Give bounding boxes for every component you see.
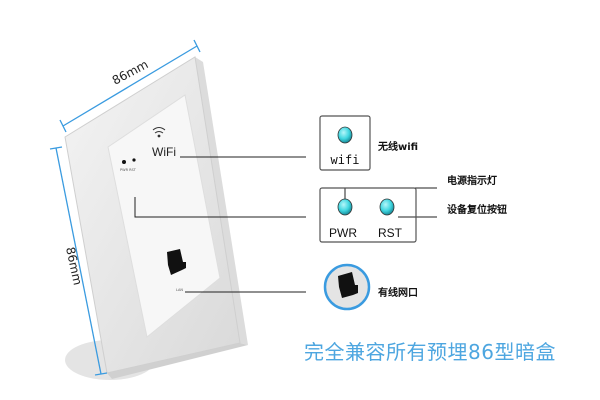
pwr-label: 电源指示灯 (447, 176, 497, 187)
face-rst-hole (132, 158, 136, 162)
frame-bottom (107, 343, 248, 379)
height-label: 86mm (63, 246, 85, 287)
wifi-led-icon (337, 126, 353, 144)
pwr-box-text: PWR (329, 226, 357, 240)
rst-led-icon (379, 198, 395, 216)
lan-port-icon (338, 272, 358, 298)
callout-lines (134, 156, 437, 293)
wifi-box-text: wifi (331, 153, 360, 167)
width-dimension (59, 39, 201, 133)
face-port-text: LAN (176, 288, 183, 292)
pwr-led-icon (337, 198, 353, 216)
device-face (107, 94, 221, 338)
wifi-label: 无线wifi (378, 142, 419, 153)
face-logo: WiFi (152, 145, 176, 159)
frame-side (195, 57, 248, 345)
compatibility-title: 完全兼容所有预埋86型暗盒 (304, 340, 556, 364)
width-label: 86mm (110, 57, 151, 88)
ethernet-port (167, 249, 186, 275)
rst-label: 设备复位按钮 (447, 205, 507, 216)
height-dimension (49, 146, 108, 376)
face-indicator-text: PWR RST (120, 168, 137, 172)
pwr-rst-callout-box (319, 187, 417, 243)
lan-label: 有线网口 (378, 288, 418, 299)
wifi-icon (152, 127, 166, 138)
face-pwr-led (122, 160, 126, 164)
rst-box-text: RST (378, 226, 403, 240)
